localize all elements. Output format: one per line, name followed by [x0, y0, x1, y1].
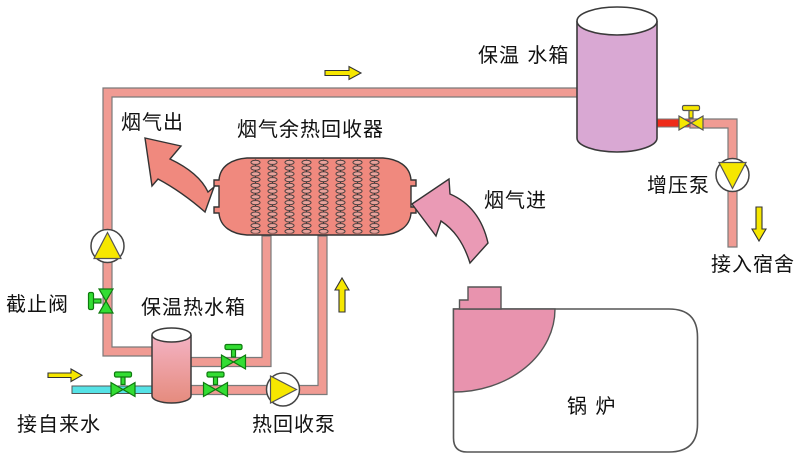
insulated-water-tank	[576, 6, 658, 153]
pump-up-icon	[90, 228, 125, 264]
flue-gas-in-arrow-icon	[410, 177, 489, 265]
label-insulated-water-tank: 保温 水箱	[478, 43, 570, 67]
flow-arrow-right-tapwater-icon	[47, 368, 84, 383]
label-booster-pump: 增压泵	[647, 173, 710, 197]
label-to-dormitory: 接入宿舍	[711, 252, 795, 276]
flue-gas-out-arrow-icon	[144, 137, 216, 214]
flow-arrow-up-icon	[334, 276, 350, 313]
label-tap-water-inlet: 接自来水	[17, 412, 101, 436]
exchanger-tube-bank	[247, 159, 383, 234]
label-stop-valve: 截止阀	[6, 292, 69, 316]
heat-recovery-exchanger	[213, 157, 417, 236]
pump-right-icon	[265, 372, 301, 407]
boiler-chimney	[458, 286, 502, 310]
insulated-hot-water-tank	[151, 327, 192, 404]
pipe-to-dormitory	[689, 118, 738, 248]
flow-arrow-down-icon	[751, 206, 767, 243]
label-insulated-hot-water-tank: 保温热水箱	[141, 295, 246, 319]
label-heat-recovery-unit: 烟气余热回收器	[237, 117, 384, 141]
boiler-flame-zone	[452, 308, 556, 393]
label-flue-gas-out: 烟气出	[121, 110, 184, 134]
boiler	[452, 286, 699, 453]
label-flue-gas-in: 烟气进	[484, 188, 547, 212]
label-heat-recovery-pump: 热回收泵	[252, 412, 336, 436]
pump-down-icon	[715, 157, 750, 193]
flow-arrow-right-top-icon	[324, 65, 363, 81]
label-boiler: 锅 炉	[567, 394, 617, 418]
